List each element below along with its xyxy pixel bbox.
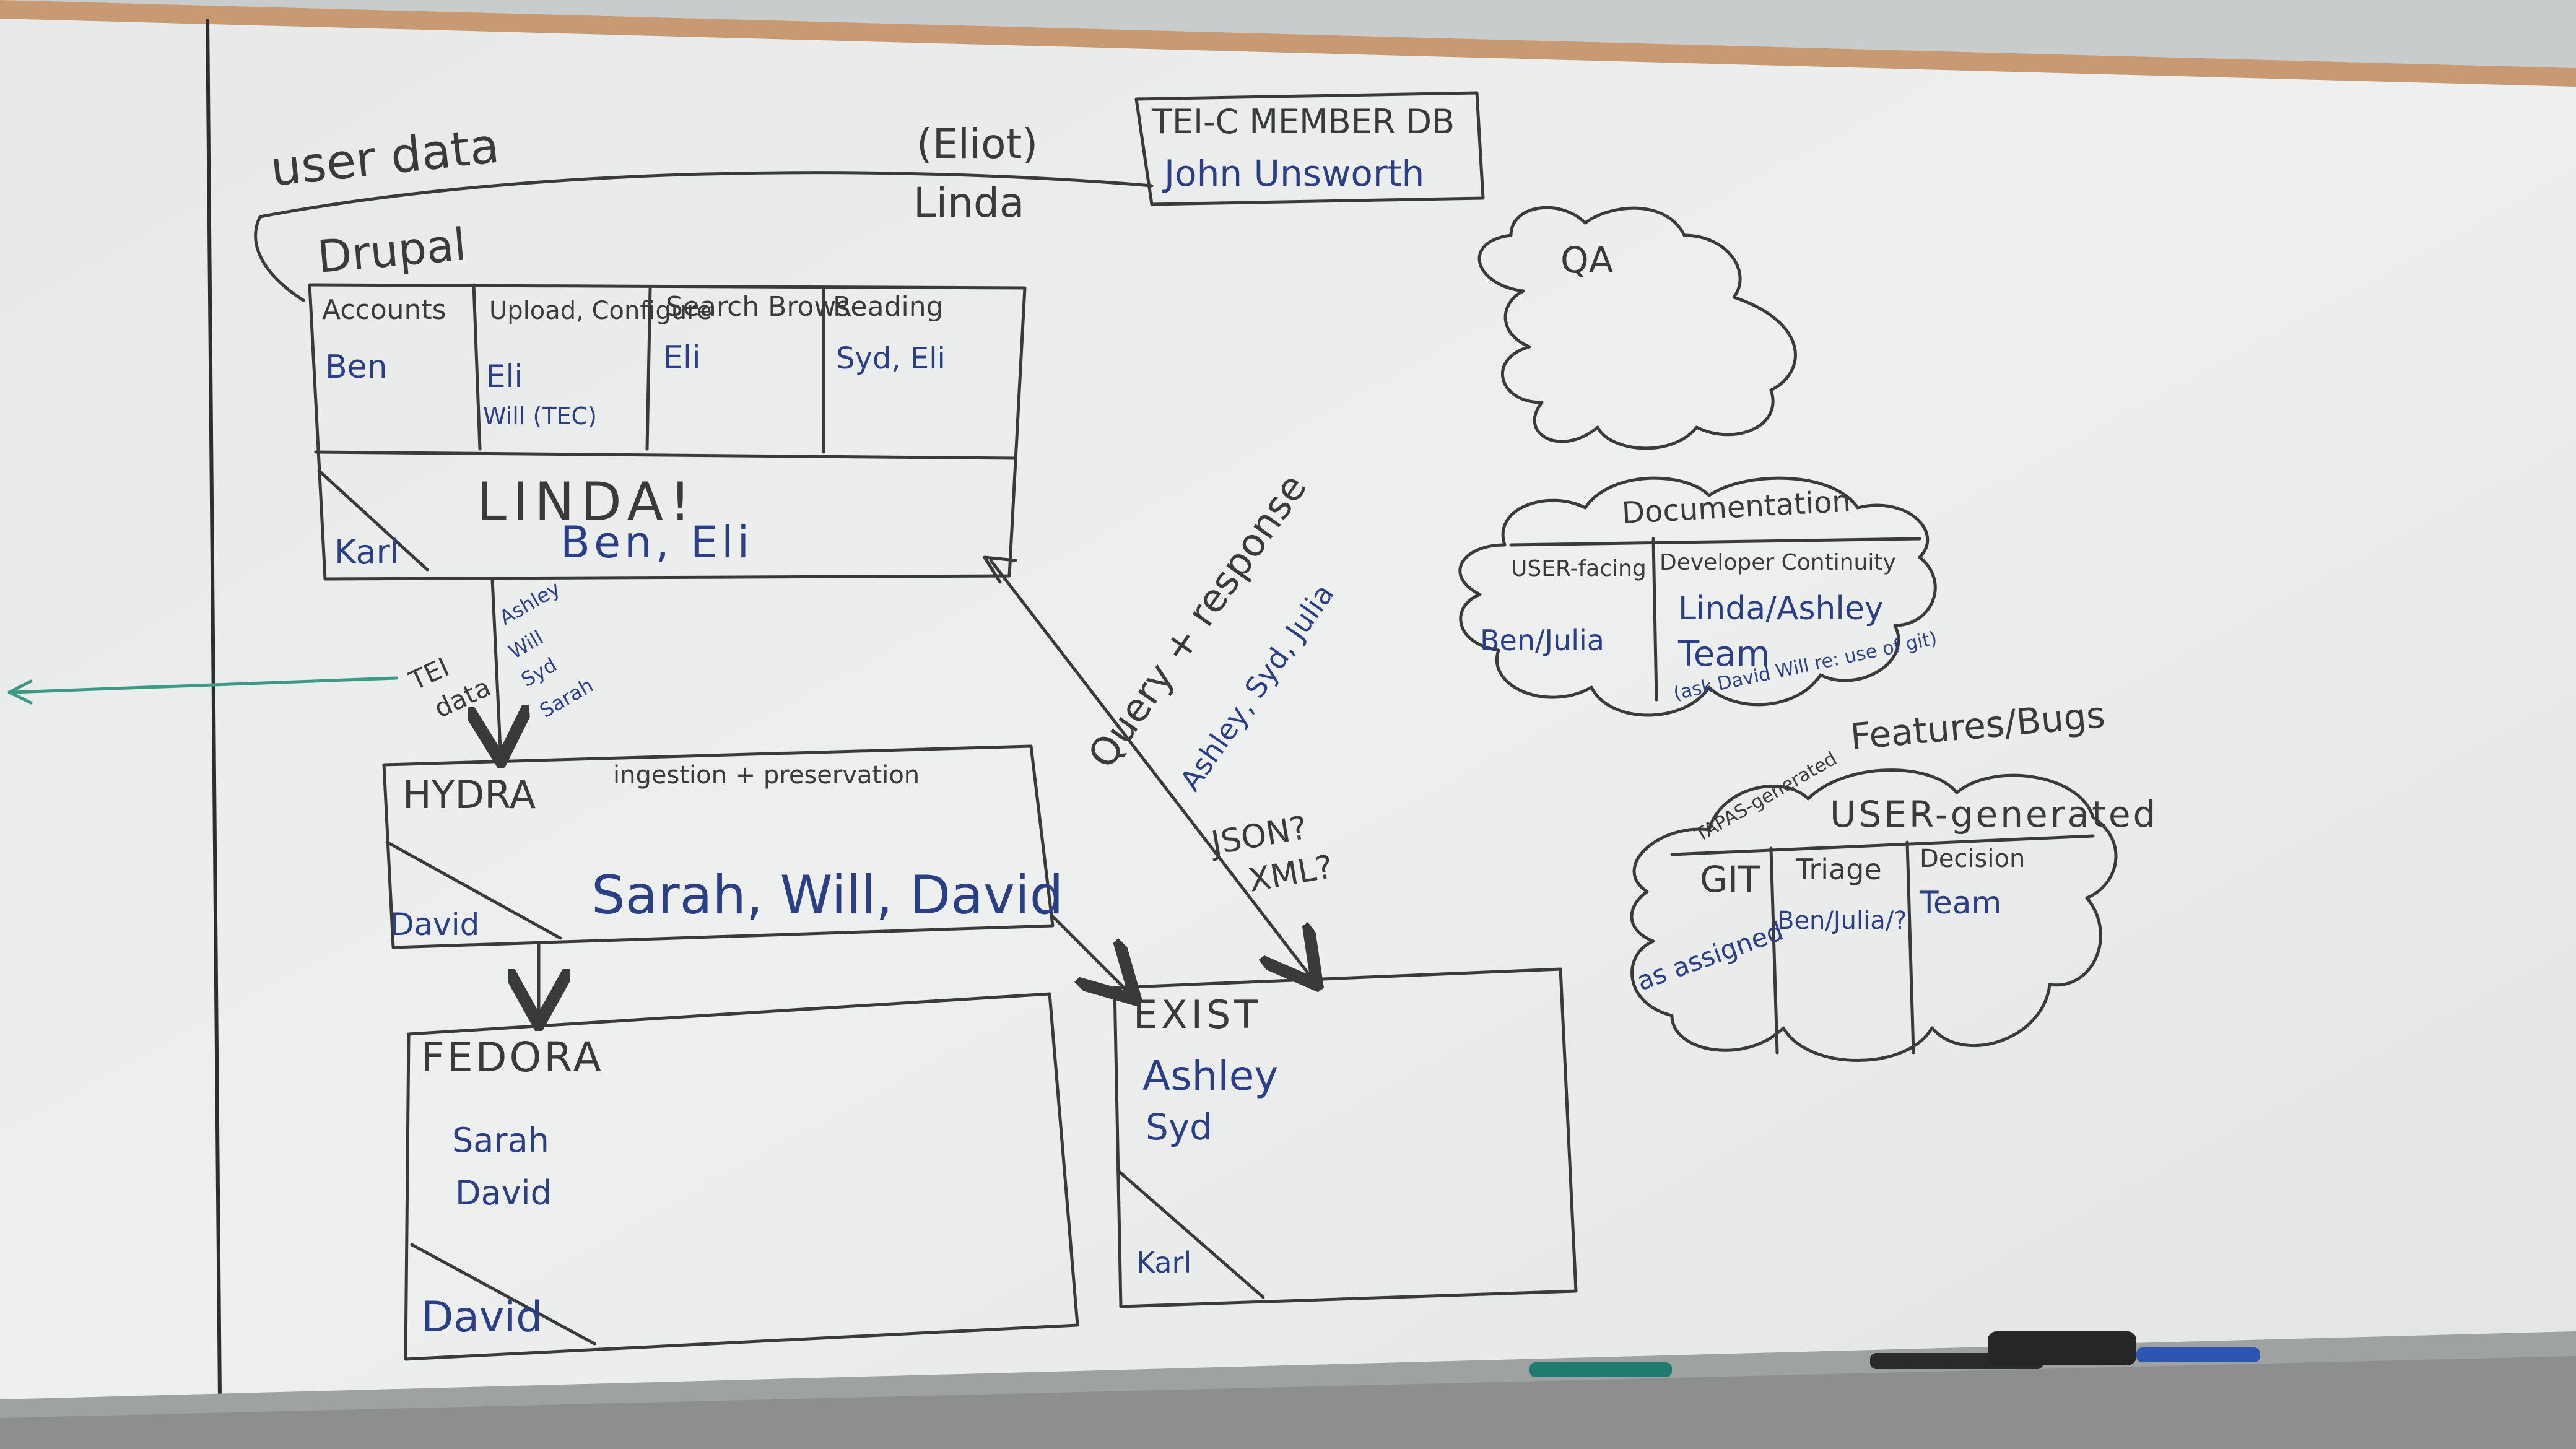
top-frame xyxy=(0,0,2576,87)
hydra-corner-line xyxy=(385,840,562,940)
member-db-name: John Unsworth xyxy=(1162,152,1424,194)
exist-box xyxy=(1113,967,1578,1308)
features-col1-header: GIT xyxy=(1700,858,1760,900)
drupal-col1-header: Accounts xyxy=(322,294,446,326)
doc-col1-header: USER-facing xyxy=(1511,556,1647,581)
fedora-corner-line xyxy=(410,1243,596,1346)
features-col-line xyxy=(1769,846,1779,1055)
fedora-person: David xyxy=(455,1173,552,1212)
query-arrow xyxy=(989,559,1310,975)
drupal-col-line xyxy=(472,283,482,451)
hydra-people: Sarah, Will, David xyxy=(591,864,1063,926)
query-arrow-head-icon xyxy=(983,555,1017,584)
fedora-corner: David xyxy=(421,1293,542,1342)
doc-col2-header: Developer Continuity xyxy=(1660,550,1896,575)
features-bugs-cloud xyxy=(1630,768,2118,1062)
exist-corner-line xyxy=(1116,1168,1265,1299)
documentation-cloud xyxy=(1458,476,1937,717)
drupal-band-people: Ben, Eli xyxy=(560,517,753,568)
qa-cloud xyxy=(1477,206,1797,450)
features-divider xyxy=(1670,834,2095,856)
doc-col2-line1: Linda/Ashley xyxy=(1678,590,1884,627)
board-surface xyxy=(0,0,2576,1399)
linda-label: Linda xyxy=(913,179,1024,227)
hydra-subtitle: ingestion + preservation xyxy=(613,761,920,790)
marker-green-icon xyxy=(1530,1362,1672,1377)
eraser-icon xyxy=(1988,1331,2136,1365)
features-col3-people: Team xyxy=(1919,885,2001,921)
drupal-col4-person: Syd, Eli xyxy=(836,341,946,376)
features-col-line xyxy=(1905,840,1915,1055)
doc-col1-people: Ben/Julia xyxy=(1480,624,1604,657)
fedora-title: FEDORA xyxy=(421,1033,604,1081)
drupal-divider xyxy=(314,450,1017,460)
drupal-col2-person: Eli xyxy=(486,359,523,394)
green-arrow xyxy=(11,676,398,694)
drupal-col3-header: Search Browse xyxy=(666,291,867,323)
marker-blue-icon xyxy=(2136,1347,2260,1362)
doc-col-line xyxy=(1651,537,1658,702)
drupal-box xyxy=(308,283,1027,581)
markers xyxy=(1530,1331,2260,1377)
features-sub2: USER-generated xyxy=(1830,793,2158,835)
hydra-box xyxy=(382,744,1055,949)
member-db-title: TEI-C MEMBER DB xyxy=(1151,102,1455,141)
exist-title: EXIST xyxy=(1133,992,1261,1037)
drupal-corner-line xyxy=(317,469,429,572)
features-col3-header: Decision xyxy=(1920,845,2025,873)
drupal-col2-person: Will (TEC) xyxy=(483,402,597,430)
drupal-col2-header: Upload, Configure xyxy=(489,297,711,325)
tei-data-arrow xyxy=(492,577,500,749)
drupal-label: Drupal xyxy=(315,218,468,283)
features-col2-header: Triage xyxy=(1795,853,1882,886)
eliot-label: (Eliot) xyxy=(916,120,1038,168)
hydra-exist-arrow xyxy=(1051,915,1127,991)
fedora-box xyxy=(404,992,1079,1361)
doc-divider xyxy=(1509,537,1921,547)
drupal-col-line xyxy=(645,286,652,451)
panel-seam xyxy=(206,18,222,1400)
drupal-col4-header: Reading xyxy=(833,291,944,323)
hydra-corner: David xyxy=(390,907,479,942)
features-col2-people: Ben/Julia/? xyxy=(1777,907,1907,935)
doc-col2-line2: Team xyxy=(1677,634,1770,674)
drupal-col1-person: Ben xyxy=(325,349,388,386)
qa-label: QA xyxy=(1560,239,1614,281)
green-arrow-head-icon xyxy=(7,679,33,705)
drupal-band-title: LINDA! xyxy=(477,471,697,533)
user-data-arrow xyxy=(254,171,1154,302)
exist-person: Ashley xyxy=(1142,1052,1278,1100)
drupal-col3-person: Eli xyxy=(663,339,701,376)
exist-corner: Karl xyxy=(1136,1246,1191,1279)
hydra-title: HYDRA xyxy=(402,772,536,817)
exist-person: Syd xyxy=(1146,1106,1212,1148)
tray-shadow xyxy=(0,1356,2576,1449)
fedora-person: Sarah xyxy=(452,1121,549,1160)
drupal-band-corner: Karl xyxy=(334,533,399,572)
member-db-box xyxy=(1134,91,1485,206)
